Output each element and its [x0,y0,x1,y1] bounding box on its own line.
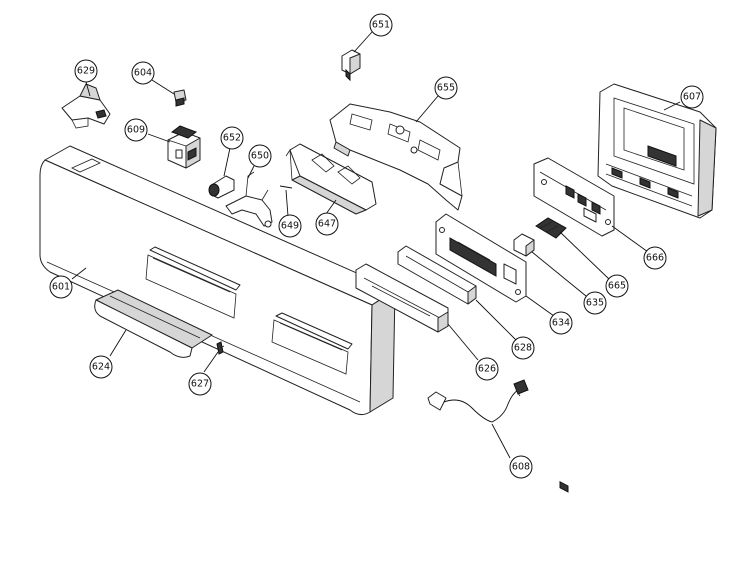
part-628-frame[interactable] [397,245,477,305]
callout-629[interactable]: 629 [74,59,98,83]
leader-634 [525,295,555,317]
callout-626[interactable]: 626 [475,357,499,381]
callout-label-626: 626 [478,364,496,375]
leader-635 [531,251,587,297]
callout-label-651: 651 [372,20,390,31]
leader-607 [663,101,681,111]
leader-649 [285,189,289,217]
callout-650[interactable]: 650 [248,144,272,168]
part-650-lever[interactable] [225,171,273,228]
part-608-cable[interactable] [427,379,529,423]
callout-label-647: 647 [318,219,336,230]
part-609-switch[interactable] [167,125,201,169]
leader-647 [325,199,337,215]
callout-label-609: 609 [127,125,145,136]
callout-609[interactable]: 609 [124,118,148,142]
callout-601[interactable]: 601 [49,275,73,299]
callout-624[interactable]: 624 [89,355,113,379]
callout-647[interactable]: 647 [315,212,339,236]
callout-655[interactable]: 655 [434,76,458,100]
leader-628 [475,299,517,341]
leader-609 [147,133,171,143]
callout-627[interactable]: 627 [188,372,212,396]
callout-label-652: 652 [223,133,241,144]
part-652-knob[interactable] [208,175,235,199]
part-649-pin[interactable] [279,185,293,189]
part-655-frame[interactable] [329,103,463,211]
callout-628[interactable]: 628 [511,336,535,360]
part-629-bracket[interactable] [61,83,111,129]
leader-608 [491,423,511,459]
part-666-pcb[interactable] [533,157,615,493]
callout-label-650: 650 [251,151,269,162]
callout-label-601: 601 [52,282,70,293]
leader-665 [559,231,611,281]
callout-label-628: 628 [514,343,532,354]
part-665-connector[interactable] [535,217,567,239]
callout-label-665: 665 [608,281,626,292]
callout-608[interactable]: 608 [509,455,533,479]
leader-666 [611,225,649,253]
leader-655 [415,95,439,123]
callout-634[interactable]: 634 [549,311,573,335]
callout-635[interactable]: 635 [583,291,607,315]
leader-624 [109,329,127,357]
callout-607[interactable]: 607 [680,85,704,109]
callout-label-604: 604 [134,68,152,79]
callout-label-666: 666 [646,253,664,264]
leader-627 [203,351,219,373]
leader-626 [447,323,479,361]
part-601-control-panel[interactable] [39,145,396,416]
callout-label-635: 635 [586,298,604,309]
leader-lines [71,31,681,459]
leader-629 [85,81,91,97]
callout-label-608: 608 [512,462,530,473]
leader-651 [353,31,373,53]
callout-649[interactable]: 649 [278,214,302,238]
leader-604 [151,79,175,95]
callout-604[interactable]: 604 [131,61,155,85]
callout-651[interactable]: 651 [369,13,393,37]
leader-601 [71,267,87,280]
part-604-screw[interactable] [173,89,187,107]
part-647-bracket[interactable] [285,143,377,215]
part-627-screw[interactable] [216,341,225,355]
part-626-window[interactable] [355,263,449,333]
callout-label-649: 649 [281,221,299,232]
callout-label-624: 624 [92,362,110,373]
callout-label-629: 629 [77,66,95,77]
callout-652[interactable]: 652 [220,126,244,150]
callout-label-634: 634 [552,318,570,329]
callout-label-607: 607 [683,92,701,103]
part-635-block[interactable] [513,233,535,257]
leader-650 [247,165,255,179]
part-634-display-board[interactable] [435,213,527,303]
callout-label-627: 627 [191,379,209,390]
part-624-handle[interactable] [94,289,213,358]
callout-666[interactable]: 666 [643,246,667,270]
callout-label-655: 655 [437,83,455,94]
part-607-module[interactable] [597,83,717,219]
leader-652 [223,147,231,177]
part-651-sensor[interactable] [341,49,361,82]
callout-665[interactable]: 665 [605,274,629,298]
